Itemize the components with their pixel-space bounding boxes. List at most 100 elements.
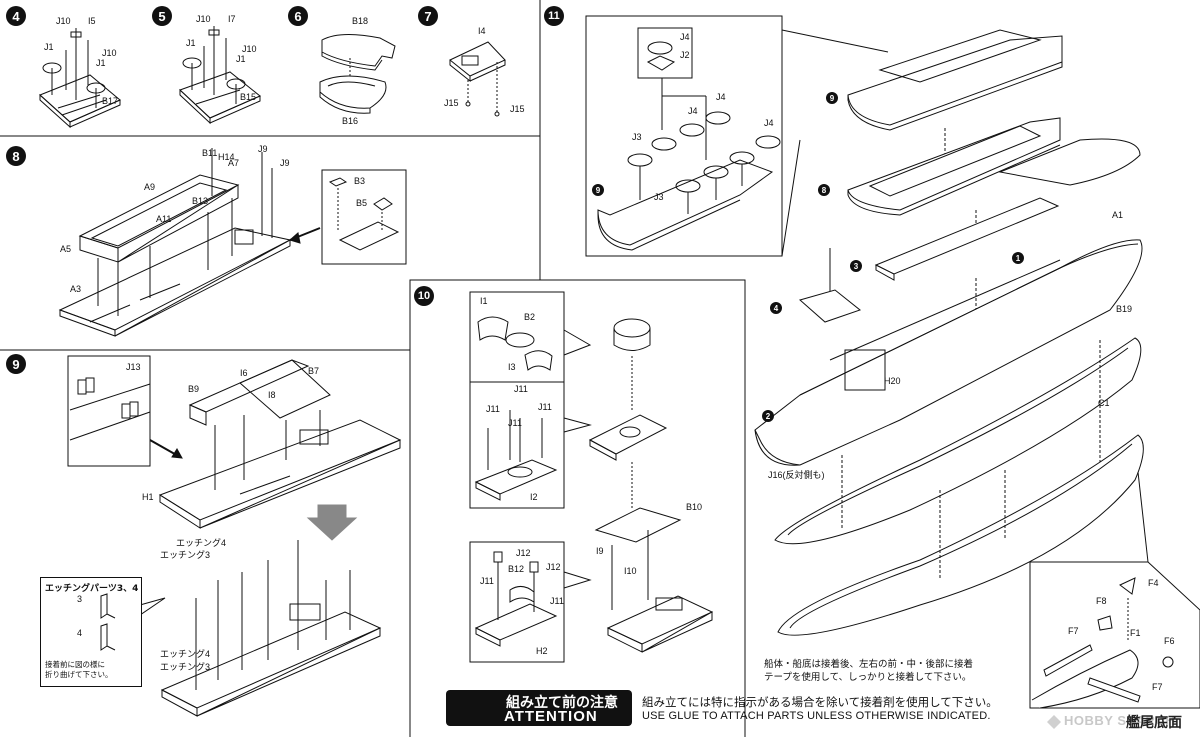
part-label: B2 [524, 312, 535, 322]
pointer [563, 329, 592, 356]
part-label: B9 [188, 384, 199, 394]
part-label: C1 [1098, 398, 1110, 408]
part-label: J4 [688, 106, 698, 116]
part-label: F8 [1096, 596, 1107, 606]
part-label: J1 [186, 38, 196, 48]
callout-circle [1012, 252, 1024, 264]
part-label: I9 [596, 546, 604, 556]
step10-inset-a-drawing [477, 316, 553, 371]
step-11-marker: 11 [544, 6, 564, 26]
attention-box: 組み立て前の注意 ATTENTION [446, 690, 632, 726]
part-label: I2 [530, 492, 538, 502]
part-label: I10 [624, 566, 637, 576]
step10-drawing [588, 318, 714, 653]
part-label: A9 [144, 182, 155, 192]
hull-note-line1: 船体・船底は接着後、左右の前・中・後部に接着 [764, 659, 974, 670]
etching-note: エッチングパーツ3、4 3 4 接着前に図の様に 折り曲げて下さい。 [40, 577, 142, 687]
part-label: F7 [1068, 626, 1079, 636]
part-label: J11 [538, 402, 552, 412]
part-label: F4 [1148, 578, 1159, 588]
part-label: J9 [258, 144, 268, 154]
part-label: I3 [508, 362, 516, 372]
part-label: I4 [478, 26, 486, 36]
note-pointer [139, 597, 166, 616]
step10-inset-b-drawing [474, 410, 558, 501]
part-label: エッチング4 [176, 537, 226, 548]
callout-circle [770, 302, 782, 314]
part-label: B16 [342, 116, 358, 126]
part-label: B13 [192, 196, 208, 206]
part-label: A5 [60, 244, 71, 254]
stern-bottom-label: 艦尾底面 [1126, 715, 1182, 731]
attention-en: ATTENTION [504, 708, 598, 725]
part-label: J1 [44, 42, 54, 52]
ship-bottom-c1 [774, 337, 1142, 545]
part-label: F6 [1164, 636, 1175, 646]
step-7-marker: 7 [418, 6, 438, 26]
part-label: B12 [508, 564, 524, 574]
step8-drawing [58, 148, 321, 337]
part-label: J10 [242, 44, 257, 54]
callout-number: 9 [596, 186, 601, 195]
ship-bottom-lower [777, 434, 1144, 636]
watermark-brand: HOBBY SEARCH [1064, 713, 1176, 728]
part-label: B15 [240, 92, 256, 102]
callout-number: 9 [830, 94, 835, 103]
attention-line-jp: 組み立てには特に指示がある場合を除いて接着剤を使用して下さい。 [642, 695, 998, 709]
part-label: J2 [680, 50, 690, 60]
part-label: H20 [884, 376, 901, 386]
part-label: エッチング4 [160, 648, 210, 659]
part-label: B7 [308, 366, 319, 376]
step6-drawing [319, 34, 396, 114]
watermark: HOBBY SEARCH 艦尾底面 [1046, 712, 1196, 732]
step9-drawing [149, 359, 402, 529]
part-label: I5 [88, 16, 96, 26]
part-label: H14 [218, 152, 235, 162]
attention-line-en: USE GLUE TO ATTACH PARTS UNLESS OTHERWIS… [642, 710, 991, 722]
part-label: J11 [486, 404, 500, 414]
step11-inset-drawing [597, 41, 781, 251]
part-label: J10 [196, 14, 211, 24]
step8-inset-drawing [328, 177, 400, 251]
etching-part-illustration [100, 593, 116, 651]
step9-lower-drawing [160, 540, 382, 717]
step-9-marker: 9 [6, 354, 26, 374]
part-label: J3 [632, 132, 642, 142]
step10-inset-c-drawing [474, 551, 558, 647]
part-label: J1 [96, 58, 106, 68]
callout-number: 4 [774, 304, 779, 313]
step-5-marker: 5 [152, 6, 172, 26]
pointer [1137, 471, 1149, 563]
part-label: H1 [142, 492, 154, 502]
part-label: J12 [546, 562, 561, 572]
step7-drawing [449, 41, 506, 117]
part-label: A11 [156, 214, 171, 224]
callout-circle [592, 184, 604, 196]
part-label: B5 [356, 198, 367, 208]
part-label: J11 [514, 384, 528, 394]
part-label: B17 [102, 96, 118, 106]
part-label: J13 [126, 362, 141, 372]
part-label: I8 [268, 390, 276, 400]
stern-inset [1029, 561, 1200, 709]
part-label: F7 [1152, 682, 1163, 692]
callout-circle [826, 92, 838, 104]
part-label: J3 [654, 192, 664, 202]
part-label: B18 [352, 16, 368, 26]
step10-inset-b [469, 381, 565, 509]
part-label: F1 [1130, 628, 1141, 638]
part-label: B10 [686, 502, 702, 512]
part-label: エッチング3 [160, 549, 210, 560]
part-label: J9 [280, 158, 290, 168]
part-label: J4 [716, 92, 726, 102]
part-label: B19 [1116, 304, 1132, 314]
ship-hull-upper [754, 239, 1143, 466]
pointer [563, 417, 592, 433]
down-arrow [306, 504, 358, 541]
callout-number: 1 [1016, 254, 1021, 263]
part-label: J1 [236, 54, 246, 64]
etching-num-4: 4 [77, 628, 83, 638]
step-6-marker: 6 [288, 6, 308, 26]
step-4-marker: 4 [6, 6, 26, 26]
part-label: J16(反対側も) [768, 469, 825, 480]
